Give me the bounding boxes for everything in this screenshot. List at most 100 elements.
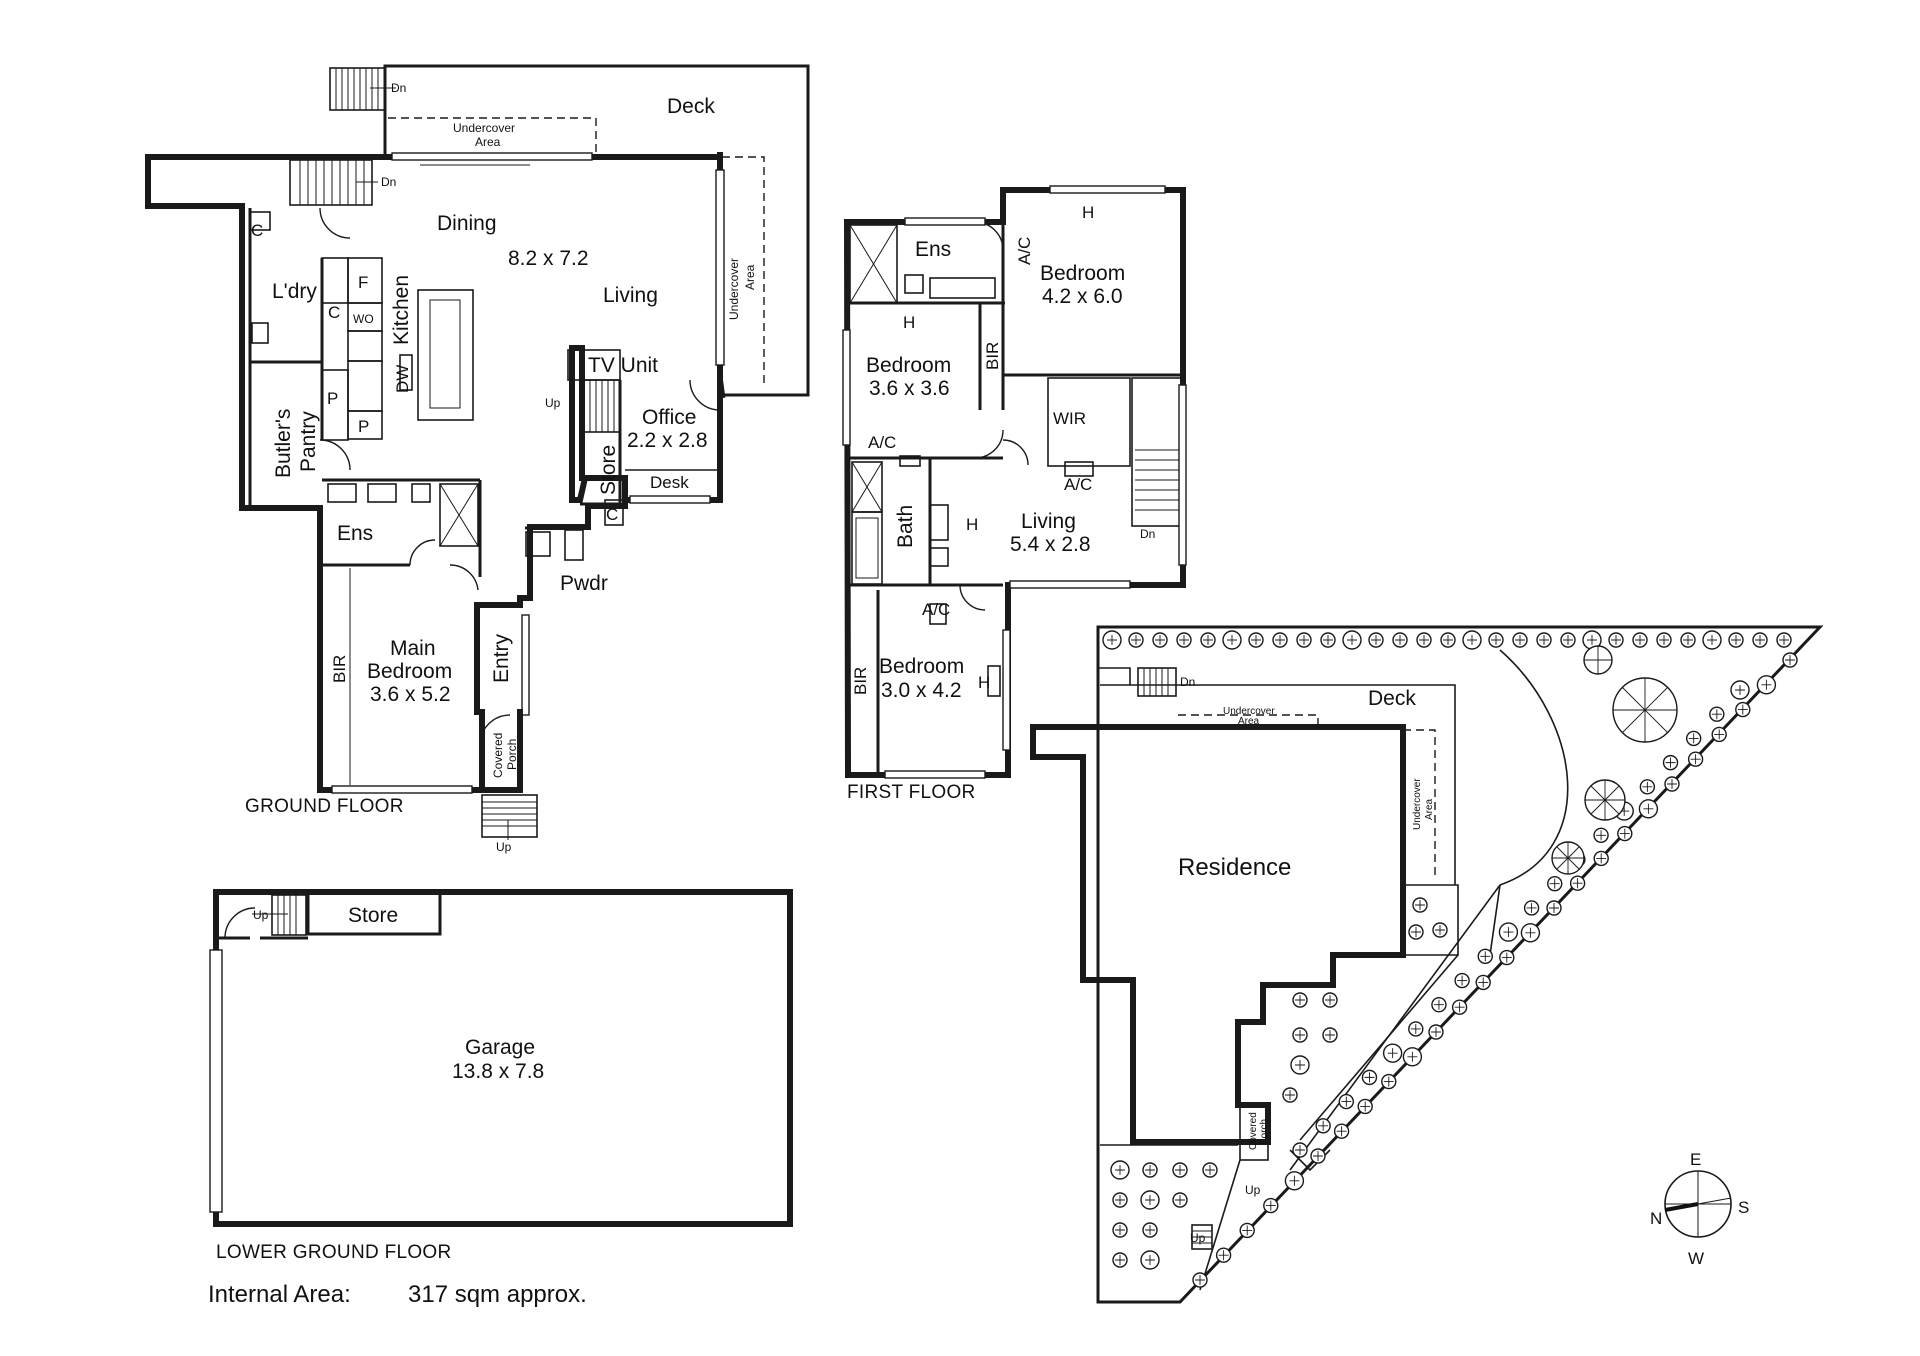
shrub-detail	[1619, 828, 1630, 839]
shrub-detail	[1145, 1225, 1155, 1235]
bedroom2-dims: 3.6 x 3.6	[869, 377, 950, 400]
bir-label-first-1: BIR	[983, 342, 1002, 370]
shrub-detail	[1407, 1051, 1418, 1062]
shrub-detail	[1341, 1096, 1352, 1107]
laundry-label: L'dry	[272, 280, 317, 303]
shrub-detail	[1761, 679, 1772, 690]
bir-label-ground: BIR	[330, 655, 349, 683]
deck-label-site: Deck	[1368, 687, 1416, 710]
shrub-detail	[1295, 1030, 1305, 1040]
undercover-area-dash	[388, 117, 597, 155]
shrub-detail	[1295, 1060, 1305, 1070]
wall-oven-label: WO	[353, 312, 374, 326]
window-first-bedroom2	[842, 329, 851, 446]
shrub-detail	[1643, 803, 1654, 814]
shrub-detail	[1525, 927, 1536, 938]
bedroom1-label: Bedroom	[1040, 262, 1125, 285]
heater-h3: H	[966, 515, 978, 534]
window-first-bedroom1	[1049, 185, 1166, 194]
ground-doors	[319, 207, 721, 746]
shrub-detail	[1433, 999, 1444, 1010]
covered-porch-label-2: Porch	[505, 739, 519, 770]
shrub-detail	[1371, 635, 1381, 645]
shrub-detail	[1688, 733, 1699, 744]
shrub-detail	[1295, 1145, 1305, 1155]
stairs-garage	[252, 894, 307, 936]
dn-label-first: Dn	[1140, 527, 1155, 541]
dining-dims: 8.2 x 7.2	[508, 247, 589, 270]
window-first-stairs	[1178, 384, 1187, 566]
bath-label: Bath	[894, 505, 917, 548]
site-boundary	[1096, 625, 1824, 1304]
shrub-detail	[1360, 1101, 1371, 1112]
internal-area-label: Internal Area:	[208, 1281, 351, 1308]
shrub-detail	[1115, 1195, 1125, 1205]
ac-label-3: A/C	[1064, 475, 1092, 494]
shrub-detail	[1299, 635, 1309, 645]
shrub-detail	[1683, 635, 1693, 645]
shrub-detail	[1467, 635, 1477, 645]
shrub-detail	[1659, 635, 1669, 645]
main-bedroom-label-1: Main	[390, 637, 436, 660]
shrub-detail	[1387, 1048, 1398, 1059]
window-first-living	[1009, 580, 1131, 589]
window-first-bedroom3-bottom	[884, 770, 986, 779]
lower-ground-floor-plan	[209, 889, 793, 1227]
site-stairs-top	[1137, 667, 1177, 697]
window-main-bedroom	[331, 785, 473, 794]
shrub-detail	[1289, 1175, 1300, 1186]
stairs-top	[329, 67, 396, 111]
shrub-detail	[1596, 830, 1607, 841]
shrub-detail	[1145, 1255, 1155, 1265]
shrub-detail	[1665, 757, 1676, 768]
deck-label: Deck	[667, 95, 715, 118]
up-label-ground: Up	[545, 396, 561, 410]
garage-door	[209, 949, 223, 1213]
heater-h2: H	[903, 313, 915, 332]
ac-label-2: A/C	[868, 433, 896, 452]
shrub-detail	[1179, 635, 1189, 645]
cupboard-c2: C	[328, 303, 340, 322]
cupboard-c3: C	[606, 505, 618, 524]
shrub-detail	[1596, 853, 1607, 864]
shrub-detail	[1145, 1165, 1155, 1175]
shrub-detail	[1115, 1165, 1125, 1175]
shrub-detail	[1785, 655, 1795, 665]
shrub-detail	[1383, 1076, 1394, 1087]
butlers-pantry-label-2: Pantry	[297, 411, 320, 472]
shrub-detail	[1410, 1023, 1421, 1034]
shrub-detail	[1711, 709, 1722, 720]
shrub-detail	[1364, 1072, 1375, 1083]
tv-unit-label: TV Unit	[588, 354, 658, 377]
shrub-detail	[1131, 635, 1141, 645]
butlers-pantry-label-1: Butler's	[272, 409, 295, 478]
shrub-detail	[1325, 995, 1335, 1005]
wir-label: WIR	[1053, 409, 1086, 428]
shrub-detail	[1265, 1200, 1276, 1211]
pantry-p2: P	[358, 417, 369, 436]
covered-porch-site-2: Porch	[1259, 1119, 1270, 1145]
stairs-left	[289, 159, 378, 206]
shrub-detail	[1515, 635, 1525, 645]
living-label: Living	[603, 284, 658, 307]
dishwasher-label: DW	[393, 365, 412, 393]
compass	[1664, 1170, 1732, 1238]
shrub-detail	[1205, 1165, 1215, 1175]
ens-label-ground: Ens	[337, 522, 373, 545]
shrub-detail	[1115, 1225, 1125, 1235]
shrub-detail	[1218, 1250, 1229, 1261]
window-first-bedroom3	[1002, 629, 1011, 751]
shrub-detail	[1735, 685, 1745, 695]
shrub-detail	[1323, 635, 1333, 645]
first-interior-walls	[847, 222, 1183, 775]
shrub-detail	[1611, 635, 1621, 645]
shrub-detail	[1411, 927, 1421, 937]
bedroom3-label: Bedroom	[879, 655, 964, 678]
dining-label: Dining	[437, 212, 497, 235]
shrub-detail	[1227, 635, 1237, 645]
window-first-ens	[904, 217, 986, 226]
shrub-detail	[1480, 951, 1491, 962]
shrub-detail	[1419, 635, 1429, 645]
main-bedroom-dims: 3.6 x 5.2	[370, 683, 451, 706]
